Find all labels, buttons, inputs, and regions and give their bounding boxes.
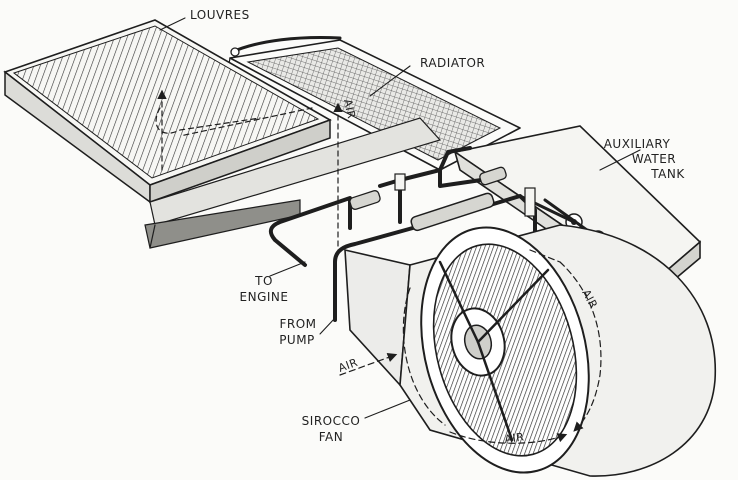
label-auxiliary-3: TANK: [650, 167, 685, 181]
airflow-label-intake: AIR: [337, 356, 360, 375]
label-from-pump-2: PUMP: [279, 333, 315, 347]
label-to-engine-2: ENGINE: [240, 290, 289, 304]
label-auxiliary-1: AUXILIARY: [604, 137, 671, 151]
louvres-assembly: [3, 19, 442, 256]
label-sirocco-2: FAN: [319, 430, 344, 444]
coolant-piping: [268, 146, 600, 322]
label-sirocco-1: SIROCCO: [302, 414, 361, 428]
leader-lines: [159, 17, 641, 419]
label-radiator: RADIATOR: [420, 56, 485, 70]
radiator: [227, 36, 521, 171]
sirocco-fan: [339, 224, 717, 477]
label-auxiliary-2: WATER: [632, 152, 676, 166]
label-to-engine-1: TO: [254, 274, 273, 288]
airflow-label-radiator: AIR: [341, 98, 358, 120]
label-louvres: LOUVRES: [190, 8, 250, 22]
airflow-label-fan-bottom: AIR: [504, 430, 526, 446]
label-from-pump-1: FROM: [279, 317, 316, 331]
